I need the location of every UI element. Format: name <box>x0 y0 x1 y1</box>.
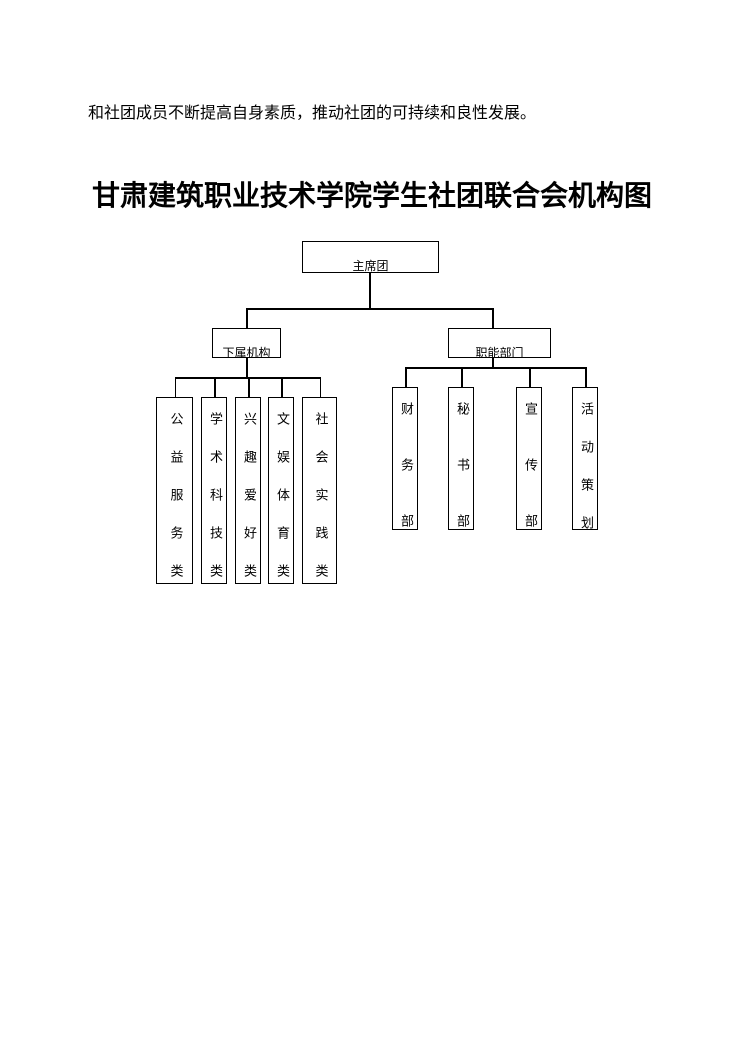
connector <box>246 308 494 310</box>
connector <box>492 357 494 367</box>
node-label: 活动策划 <box>578 402 593 530</box>
connector <box>369 272 371 309</box>
connector <box>281 377 283 397</box>
node-leaf: 活动策划 <box>572 387 598 530</box>
node-label: 学术科技类 <box>207 412 222 584</box>
node-label: 文娱体育类 <box>274 412 289 584</box>
connector <box>246 357 248 377</box>
node-label: 主席团 <box>352 259 389 273</box>
body-paragraph: 和社团成员不断提高自身素质，推动社团的可持续和良性发展。 <box>88 103 537 122</box>
node-leaf: 文娱体育类 <box>268 397 294 584</box>
connector <box>585 367 587 387</box>
chart-title: 甘肃建筑职业技术学院学生社团联合会机构图 <box>91 179 652 212</box>
node-label: 社会实践类 <box>312 412 328 584</box>
connector <box>492 308 494 328</box>
connector <box>529 367 531 387</box>
connector <box>319 377 321 397</box>
node-leaf: 财务部 <box>392 387 418 530</box>
node-root: 主席团 <box>302 241 439 273</box>
node-leaf: 兴趣爱好类 <box>235 397 261 584</box>
node-label: 公益服务类 <box>167 412 183 584</box>
node-label: 宣传部 <box>522 402 537 530</box>
connector <box>174 377 321 379</box>
node-label: 秘书部 <box>454 402 469 530</box>
node-label: 下属机构 <box>222 346 271 358</box>
connector <box>174 377 176 397</box>
node-leaf: 社会实践类 <box>302 397 337 584</box>
node-leaf: 秘书部 <box>448 387 474 530</box>
connector <box>405 367 407 387</box>
node-label: 兴趣爱好类 <box>241 412 256 584</box>
node-leaf: 宣传部 <box>516 387 542 530</box>
connector <box>405 367 587 369</box>
node-leaf: 学术科技类 <box>201 397 227 584</box>
connector <box>248 377 250 397</box>
node-label: 职能部门 <box>475 346 524 358</box>
node-functional-depts: 职能部门 <box>448 328 551 358</box>
connector <box>214 377 216 397</box>
node-label: 财务部 <box>398 402 413 530</box>
connector <box>246 308 248 328</box>
connector <box>461 367 463 387</box>
node-subordinate-orgs: 下属机构 <box>212 328 281 358</box>
node-leaf: 公益服务类 <box>156 397 193 584</box>
